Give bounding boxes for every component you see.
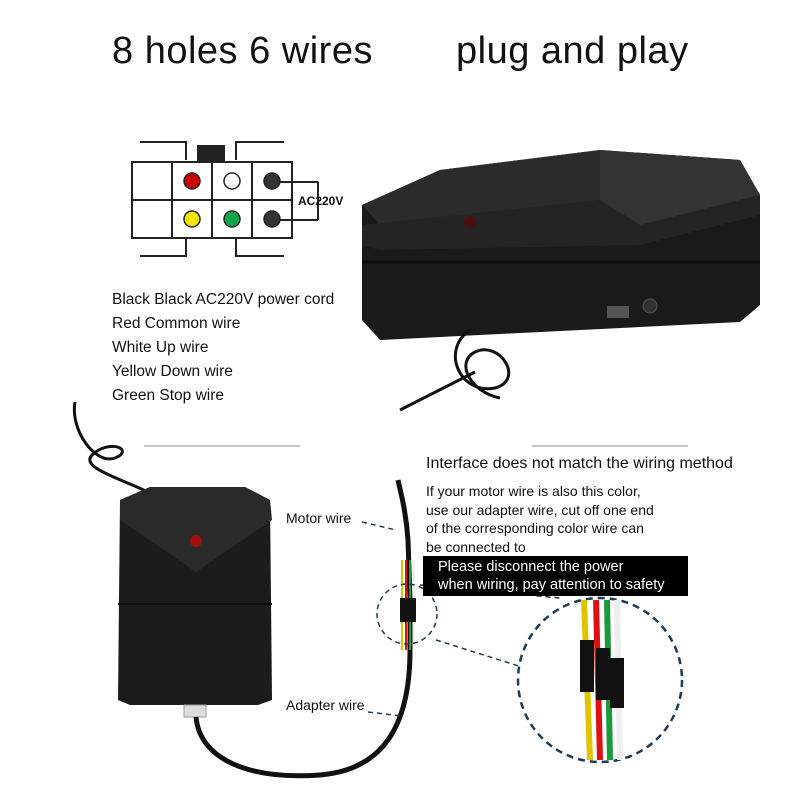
black-hole-icon (263, 210, 281, 228)
white-hole-icon (223, 172, 241, 190)
safety-warning-box: Please disconnect the power when wiring,… (423, 556, 688, 596)
yellow-hole-icon (183, 210, 201, 228)
title-holes-wires: 8 holes 6 wires (112, 30, 373, 72)
adapter-wire-label: Adapter wire (286, 697, 365, 713)
small-receiver-device (72, 401, 272, 718)
legend-yellow: Yellow Down wire (112, 363, 233, 380)
title-plug-and-play: plug and play (456, 30, 689, 72)
zoomed-splice-detail (516, 596, 684, 764)
large-device-led (464, 216, 476, 228)
small-device-led (190, 535, 202, 547)
interface-body-line: be connected to (426, 538, 526, 555)
interface-body-line: use our adapter wire, cut off one end (426, 501, 654, 518)
splice-wires (400, 560, 416, 650)
interface-title: Interface does not match the wiring meth… (426, 455, 733, 472)
connector-latch (197, 145, 225, 163)
interface-body: If your motor wire is also this color, u… (426, 482, 696, 556)
green-hole-icon (223, 210, 241, 228)
interface-body-line: If your motor wire is also this color, (426, 483, 641, 499)
legend-white: White Up wire (112, 339, 209, 356)
legend-red: Red Common wire (112, 315, 241, 332)
large-device-port (607, 306, 629, 318)
warning-line: when wiring, pay attention to safety (438, 577, 665, 593)
interface-body-line: of the corresponding color wire can (426, 520, 644, 536)
large-receiver-device (362, 150, 760, 412)
connector-holes (183, 172, 281, 228)
legend-green: Green Stop wire (112, 387, 224, 404)
ac220v-label: AC220V (298, 194, 344, 208)
small-device-connector (183, 704, 207, 718)
red-hole-icon (183, 172, 201, 190)
motor-wire-label: Motor wire (286, 510, 352, 526)
connector-diagram (131, 141, 319, 257)
large-device-jack (642, 298, 658, 314)
black-hole-icon (263, 172, 281, 190)
legend-black: Black Black AC220V power cord (112, 291, 335, 308)
warning-line: Please disconnect the power (438, 559, 624, 575)
